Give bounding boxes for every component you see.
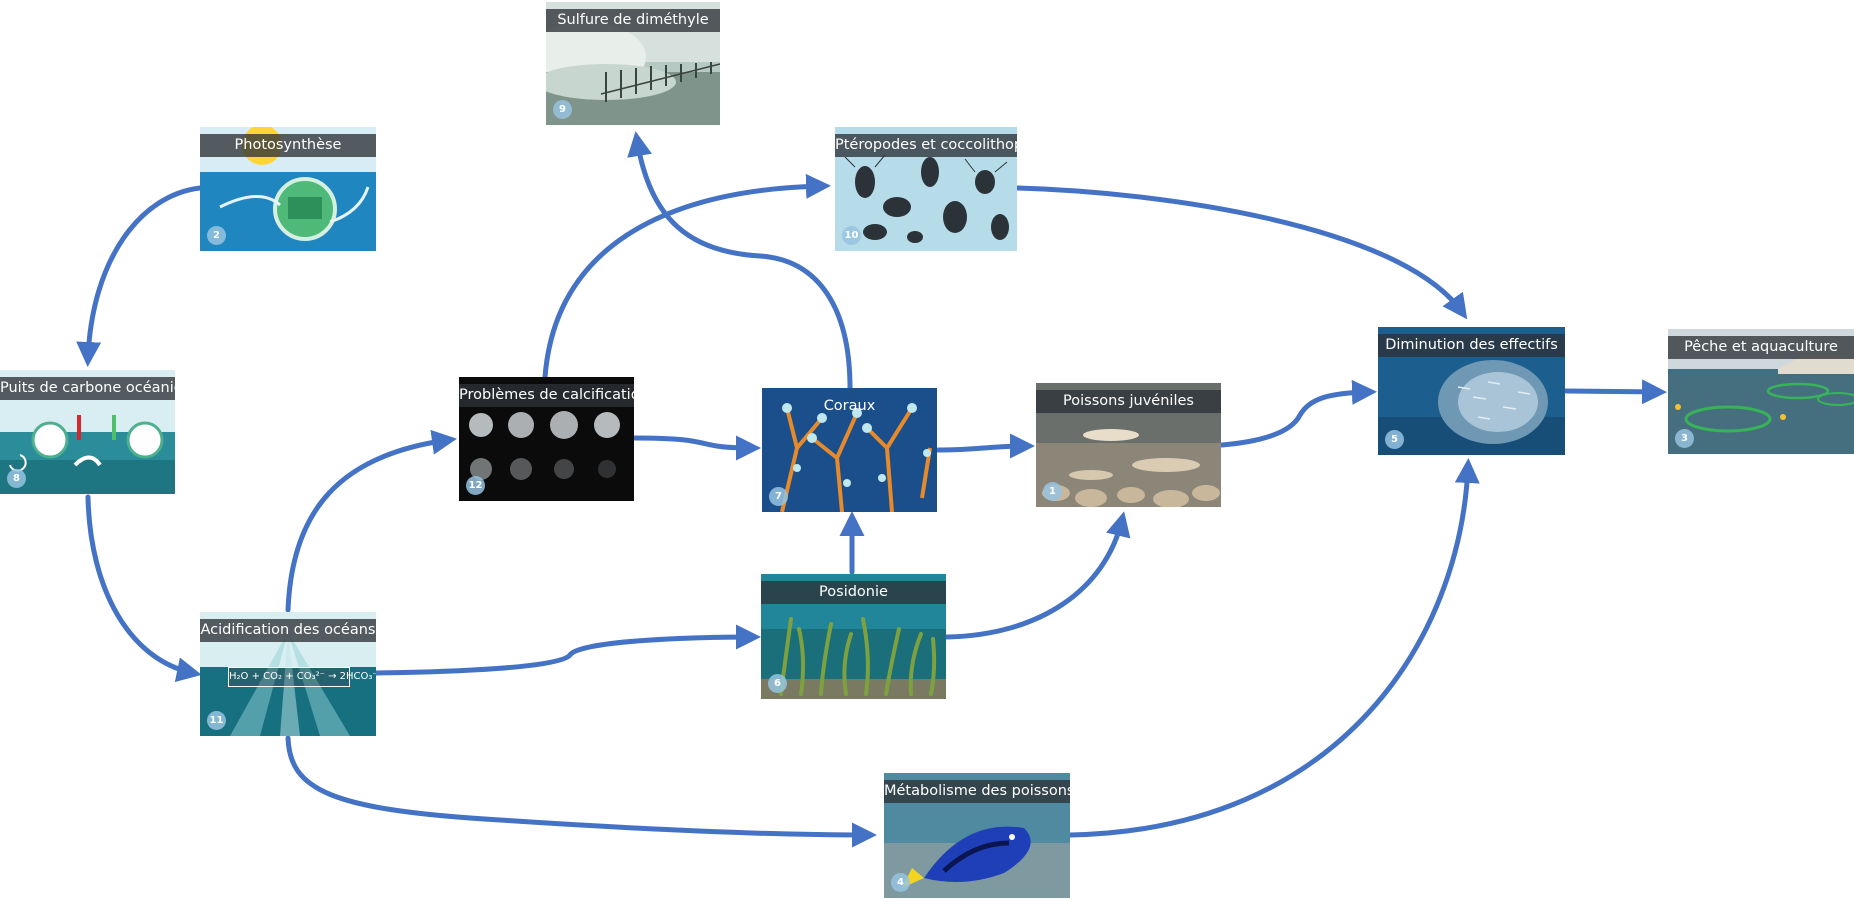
- node-sulfure-de-dimethyle[interactable]: Sulfure de diméthyle 9: [546, 2, 720, 125]
- node-label: Poissons juvéniles: [1036, 390, 1221, 413]
- node-number-badge: 7: [769, 487, 788, 506]
- arrow-acidification-to-calcification: [285, 429, 457, 613]
- node-pteropodes-et-coccolithophores[interactable]: Ptéropodes et coccolithophores 10: [835, 127, 1017, 251]
- node-number-badge: 1: [1043, 482, 1062, 501]
- arrow-metabolisme-to-diminution: [1067, 458, 1480, 838]
- node-label: Photosynthèse: [200, 134, 376, 157]
- orange-coral-image: [762, 388, 937, 512]
- node-label: Pêche et aquaculture: [1668, 336, 1854, 359]
- node-number-badge: 12: [466, 476, 485, 495]
- node-peche-et-aquaculture[interactable]: Pêche et aquaculture 3: [1668, 329, 1854, 454]
- arrow-ptero-to-diminution: [1015, 185, 1468, 320]
- node-number-badge: 5: [1385, 430, 1404, 449]
- arrow-acidification-to-metabolisme: [285, 735, 877, 848]
- arrow-photosynthese-to-puits: [76, 185, 203, 367]
- node-number-badge: 10: [842, 226, 861, 245]
- node-photosynthese[interactable]: Photosynthèse 2: [200, 127, 376, 251]
- node-number-badge: 8: [7, 469, 26, 488]
- node-label: Coraux: [823, 398, 876, 414]
- node-coraux[interactable]: Coraux 7: [762, 388, 937, 512]
- node-acidification-des-oceans[interactable]: Acidification des océans H₂O + CO₂ + CO₃…: [200, 612, 376, 736]
- arrow-acidification-to-posidonie: [373, 624, 761, 676]
- arrow-coraux-to-juveniles: [935, 433, 1035, 459]
- node-label: Métabolisme des poissons: [884, 780, 1070, 803]
- node-number-badge: 9: [553, 100, 572, 119]
- node-label: Puits de carbone océanique: [0, 377, 175, 400]
- arrow-calcification-to-ptero: [542, 173, 831, 380]
- arrow-diminution-to-peche: [1563, 379, 1667, 405]
- node-label: Diminution des effectifs: [1378, 334, 1565, 357]
- node-number-badge: 3: [1675, 429, 1694, 448]
- node-number-badge: 6: [768, 674, 787, 693]
- node-poissons-juveniles[interactable]: Poissons juvéniles 1: [1036, 383, 1221, 507]
- node-label: Ptéropodes et coccolithophores: [835, 134, 1017, 157]
- node-number-badge: 11: [207, 711, 226, 730]
- arrow-posidonie-to-juveniles: [944, 511, 1131, 640]
- arrow-puits-to-acidification: [85, 494, 202, 682]
- node-label: Acidification des océans: [200, 619, 376, 642]
- arrow-calcification-to-coraux: [632, 435, 761, 461]
- node-diminution-des-effectifs[interactable]: Diminution des effectifs 5: [1378, 327, 1565, 455]
- node-puits-de-carbone-oceanique[interactable]: Puits de carbone océanique 8: [0, 370, 175, 494]
- node-metabolisme-des-poissons[interactable]: Métabolisme des poissons 4: [884, 773, 1070, 898]
- arrow-juveniles-to-diminution: [1219, 379, 1377, 448]
- node-label: Posidonie: [761, 581, 946, 604]
- node-number-badge: 2: [207, 226, 226, 245]
- arrow-coraux-to-sulfure: [627, 131, 853, 391]
- node-label: Problèmes de calcification: [459, 384, 634, 407]
- node-problemes-de-calcification[interactable]: Problèmes de calcification 12: [459, 377, 634, 501]
- acidification-equation: H₂O + CO₂ + CO₃²⁻ → 2HCO₃⁻: [228, 667, 376, 687]
- node-label: Sulfure de diméthyle: [546, 9, 720, 32]
- node-posidonie[interactable]: Posidonie 6: [761, 574, 946, 699]
- node-number-badge: 4: [891, 873, 910, 892]
